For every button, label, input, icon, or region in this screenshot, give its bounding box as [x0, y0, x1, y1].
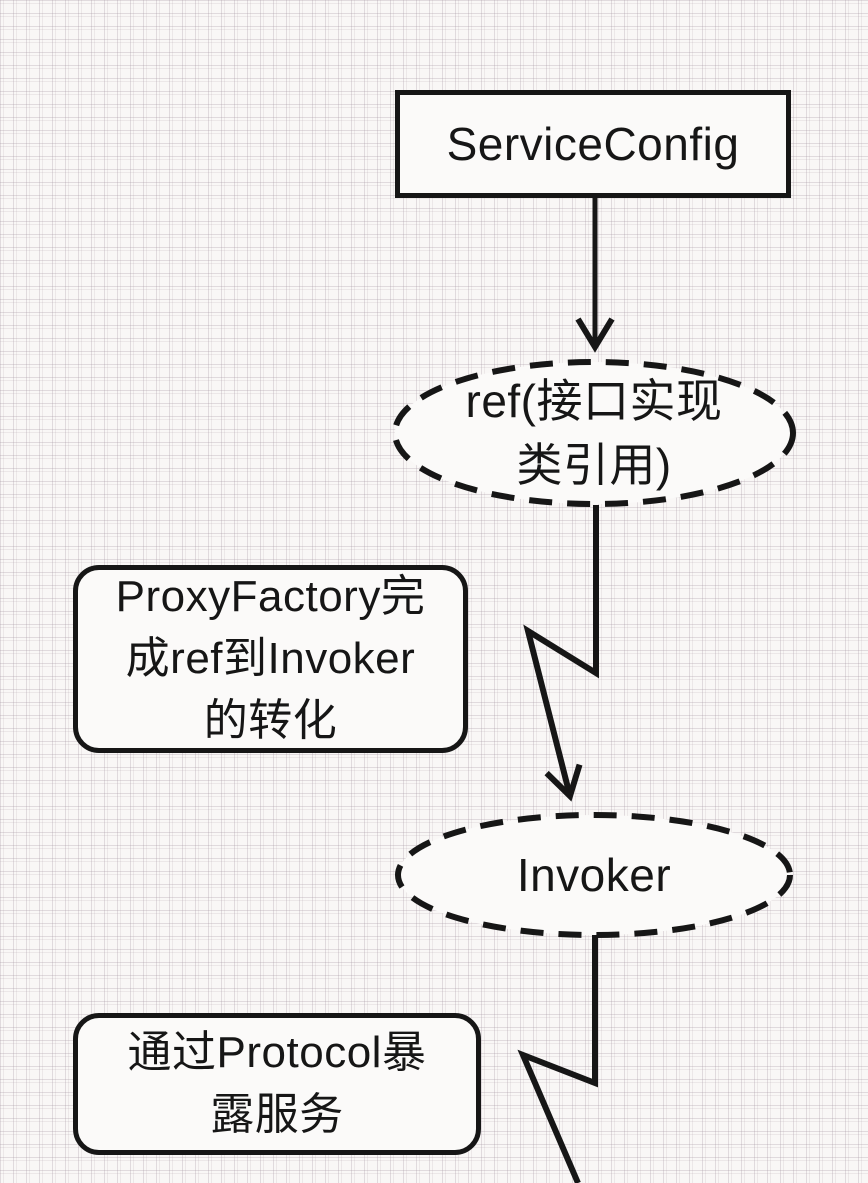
node-ref-label-box: ref(接口实现 类引用) — [404, 366, 784, 500]
note-label: ProxyFactory完 成ref到Invoker 的转化 — [115, 572, 426, 745]
arrow-invoker-down — [517, 935, 598, 1183]
node-label: ServiceConfig — [446, 118, 740, 170]
arrow-ref-to-invoker — [523, 505, 599, 802]
node-invoker-label-box: Invoker — [440, 843, 748, 907]
note-proxyfactory: ProxyFactory完 成ref到Invoker 的转化 — [73, 565, 468, 753]
node-label: Invoker — [516, 849, 672, 901]
note-protocol: 通过Protocol暴 露服务 — [73, 1013, 481, 1155]
note-label: 通过Protocol暴 露服务 — [127, 1028, 427, 1139]
node-label: ref(接口实现 类引用) — [465, 375, 723, 491]
node-serviceconfig: ServiceConfig — [395, 90, 791, 198]
node-ref-ellipse — [392, 359, 796, 507]
node-invoker-ellipse — [395, 812, 793, 938]
